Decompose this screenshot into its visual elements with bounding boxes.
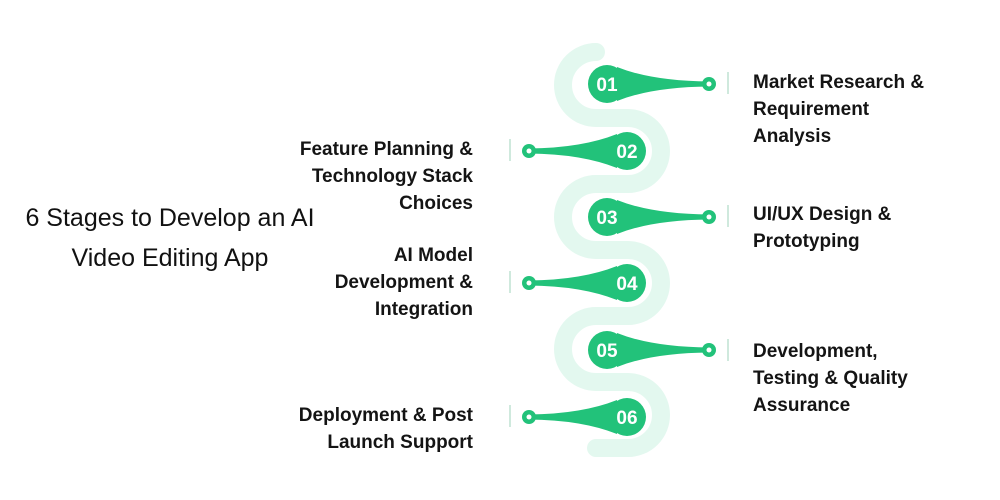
stage-label-4: AI Model Development & Integration [334,245,473,320]
stage-number: 02 [616,142,637,163]
connector-line [529,134,617,168]
connector-line [529,266,617,300]
stage-label-3: UI/UX Design & Prototyping [753,204,892,252]
number-circle [588,65,626,103]
snake-path [554,43,670,457]
number-circle [588,198,626,236]
stage-number: 03 [596,208,617,229]
number-circle [608,264,646,302]
end-dot-center [526,148,532,154]
stage-label-1: Market Research & Requirement Analysis [753,72,925,147]
number-circle [608,398,646,436]
end-dot-center [706,214,712,220]
connector-line [529,400,617,434]
stage-marker-1: 01 [588,65,716,103]
divider-tick [509,139,511,161]
end-dot-center [526,414,532,420]
divider-tick [727,72,729,94]
connector-line [617,333,709,367]
stage-label-2: Feature Planning & Technology Stack Choi… [299,139,473,214]
number-circle [608,132,646,170]
divider-tick [509,271,511,293]
stage-label-6: Deployment & Post Launch Support [298,405,473,453]
connector-line [617,200,709,234]
divider-tick [727,339,729,361]
number-circle [588,331,626,369]
stage-label-5: Development, Testing & Quality Assurance [753,341,908,416]
end-dot-center [706,347,712,353]
stage-number: 01 [596,75,618,96]
stage-number: 04 [616,274,638,295]
end-dot-center [706,81,712,87]
stage-marker-5: 05 [588,331,716,369]
page-title: 6 Stages to Develop an AI Video Editing … [25,204,315,272]
stage-number: 06 [616,408,637,429]
end-dot-center [526,280,532,286]
stage-number: 05 [596,341,618,362]
stage-marker-4: 04 [522,264,646,302]
stage-marker-3: 03 [588,198,716,236]
connector-line [617,67,709,101]
stage-marker-6: 06 [522,398,646,436]
divider-tick [509,405,511,427]
stage-marker-2: 02 [522,132,646,170]
divider-tick [727,205,729,227]
